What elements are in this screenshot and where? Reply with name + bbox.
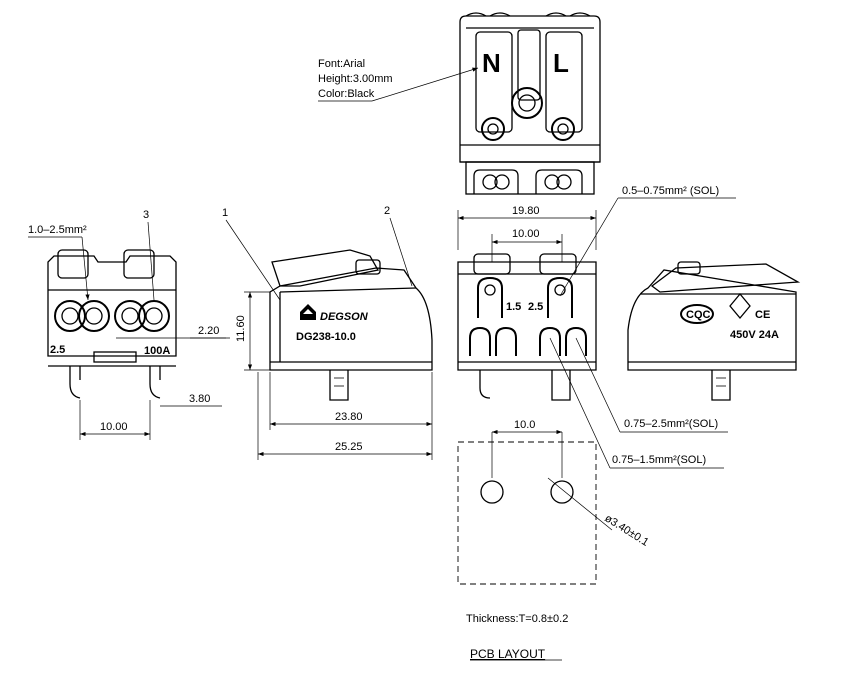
font-note-height: Height:3.00mm [318,73,393,85]
pcb-title: PCB LAYOUT [470,647,546,661]
pin-view: 19.80 10.00 1.5 2.5 0.5–0.75mm² (SOL) 0.… [457,185,736,469]
dim-2-20: 2.20 [198,325,219,337]
mark-1-5: 1.5 [506,301,521,313]
front-view: 1 2 DEGSON DG238-10.0 11.60 23.80 25.25 [222,205,433,460]
current-mark: 100A [144,345,170,357]
model-text: DG238-10.0 [296,331,356,343]
left-view: 1.0–2.5mm² 3 2.5 100A 2.20 3.80 10.00 [28,209,230,440]
rating-text: 450V 24A [730,329,779,341]
right-view: CQC CE 450V 24A [627,261,801,401]
callout-3: 3 [143,209,149,221]
dim-25-25: 25.25 [335,441,363,453]
font-note: Font:Arial Height:3.00mm Color:Black [318,58,479,102]
cert-ce: CE [755,309,770,321]
dim-11-60: 11.60 [235,315,247,342]
sol-label-1: 0.5–0.75mm² (SOL) [622,185,719,197]
mark-2-5: 2.5 [528,301,543,313]
dim-10-0: 10.0 [514,419,535,431]
wire-range: 1.0–2.5mm² [28,224,87,236]
hole-diameter: ø3.40±0.1 [602,512,650,548]
dim-10-00-left: 10.00 [100,421,128,433]
callout-2: 2 [384,205,390,217]
letter-l: L [553,48,569,78]
cert-cqc: CQC [686,309,711,321]
dim-10-00-pin: 10.00 [512,228,540,240]
callout-1: 1 [222,207,228,219]
letter-n: N [482,48,501,78]
top-view: N L [459,12,601,195]
size-mark: 2.5 [50,344,65,356]
font-note-font: Font:Arial [318,58,365,70]
sol-label-3: 0.75–1.5mm²(SOL) [612,454,706,466]
brand-text: DEGSON [320,311,369,323]
font-note-color: Color:Black [318,88,375,100]
dim-23-80: 23.80 [335,411,363,423]
dim-19-80: 19.80 [512,205,540,217]
sol-label-2: 0.75–2.5mm²(SOL) [624,418,718,430]
thickness-note: Thickness:T=0.8±0.2 [466,613,568,625]
dim-3-80: 3.80 [189,393,210,405]
